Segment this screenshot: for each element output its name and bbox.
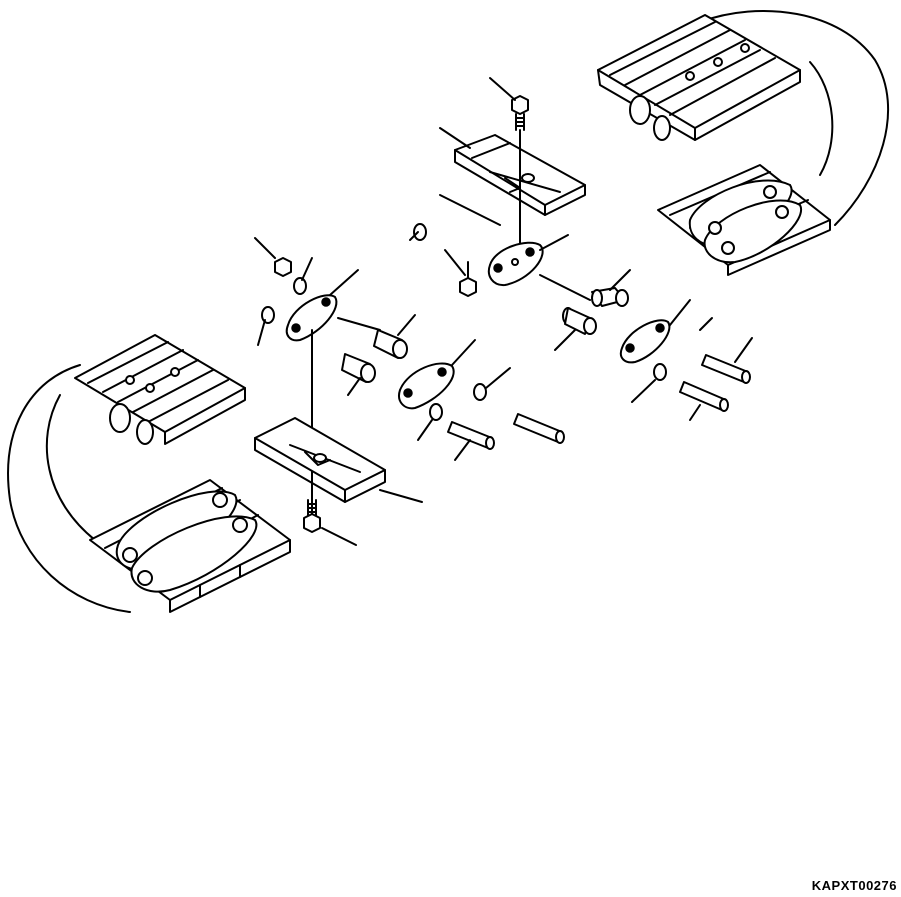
bushing-right-2 <box>563 308 596 334</box>
leader-lines <box>255 78 752 545</box>
washer-upper <box>414 224 426 240</box>
master-link-upper <box>489 243 543 285</box>
washer-left-2 <box>262 307 274 323</box>
track-shoes-upper <box>598 15 800 140</box>
link-chain-left <box>117 491 257 591</box>
track-shoes-upper-left <box>75 335 245 444</box>
bushing-right-1 <box>592 288 628 306</box>
bushing-left-2 <box>342 354 375 382</box>
track-section-upper-right <box>598 11 888 275</box>
exploded-parts <box>255 96 750 532</box>
washer-center-1 <box>474 384 486 400</box>
nut-left <box>275 258 291 276</box>
link-chain-right <box>690 180 801 262</box>
washer-left-1 <box>294 278 306 294</box>
pin-right-2 <box>680 382 728 411</box>
master-link-right <box>621 320 670 362</box>
washer-center-2 <box>430 404 442 420</box>
bolt-lower <box>304 500 320 532</box>
master-link-left <box>287 295 337 340</box>
shoe-plate-lower <box>255 418 385 502</box>
track-section-lower-left <box>8 335 290 612</box>
pin-center-1 <box>448 422 494 449</box>
drawing-code: KAPXT00276 <box>811 878 897 893</box>
pin-center-2 <box>514 414 564 443</box>
bolt-upper <box>512 96 528 270</box>
nut-upper <box>460 278 476 296</box>
pin-right-1 <box>702 355 750 383</box>
bushing-left-1 <box>374 330 407 358</box>
master-link-center <box>399 363 454 408</box>
washer-right <box>654 364 666 380</box>
